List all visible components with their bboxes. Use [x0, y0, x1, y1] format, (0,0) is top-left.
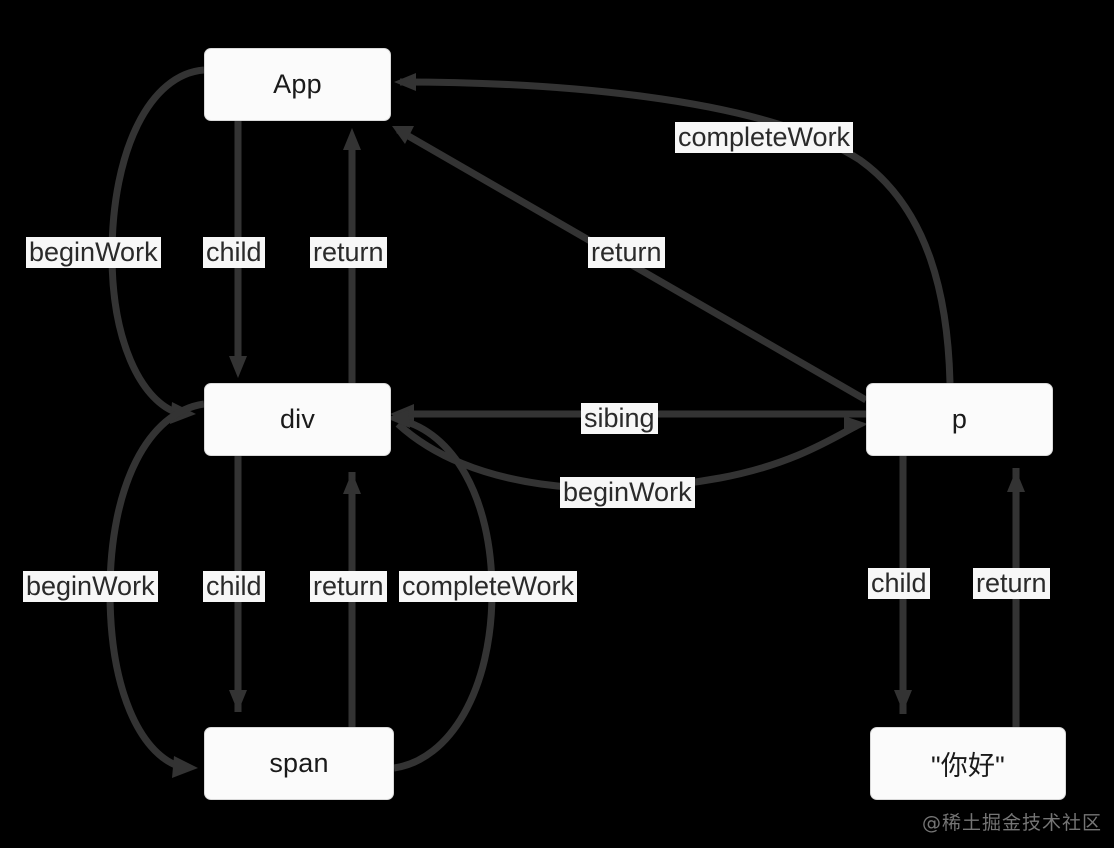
- node-span-label: span: [269, 748, 329, 778]
- node-text-label: "你好": [931, 751, 1005, 781]
- edge-label-app-div-child: child: [203, 237, 265, 269]
- edge-label-p-app-return: return: [588, 237, 665, 269]
- edge-label-p-text-child: child: [868, 568, 930, 600]
- edge-label-div-app-return: return: [310, 237, 387, 269]
- node-text[interactable]: "你好": [870, 727, 1066, 800]
- watermark: @稀土掘金技术社区: [922, 812, 1103, 834]
- node-p[interactable]: p: [866, 383, 1053, 456]
- node-app[interactable]: App: [204, 48, 391, 121]
- edge-label-p-app-completework: completeWork: [675, 122, 854, 154]
- node-p-label: p: [951, 404, 968, 434]
- edge-label-span-div-return: return: [310, 571, 387, 603]
- edge-label-div-span-child: child: [203, 571, 265, 603]
- edge-label-p-div-sibing: sibing: [581, 403, 658, 435]
- edge-p-app-completework: [394, 73, 954, 384]
- edge-label-div-p-beginwork: beginWork: [560, 477, 695, 509]
- edge-label-span-div-completework: completeWork: [399, 571, 578, 603]
- edge-label-p-text-return: return: [973, 568, 1050, 600]
- edge-label-app-div-beginwork: beginWork: [26, 237, 161, 269]
- node-div-label: div: [279, 404, 316, 434]
- node-span[interactable]: span: [204, 727, 394, 800]
- node-app-label: App: [273, 69, 322, 99]
- node-div[interactable]: div: [204, 383, 391, 456]
- edge-label-div-span-beginwork: beginWork: [23, 571, 158, 603]
